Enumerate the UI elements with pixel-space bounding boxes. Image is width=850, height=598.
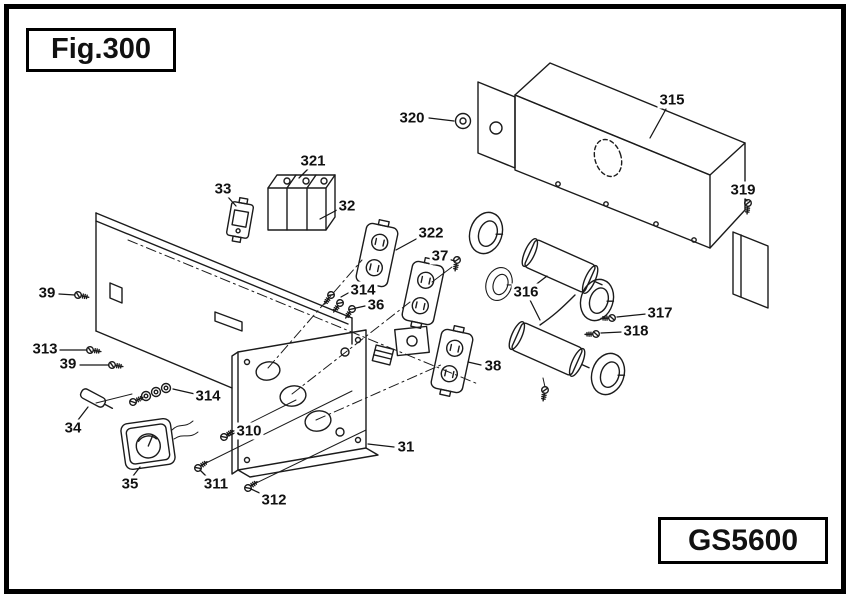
model-number-box: GS5600 bbox=[658, 517, 828, 564]
part-label-312: 312 bbox=[259, 491, 289, 509]
part-label-39: 39 bbox=[57, 355, 79, 373]
part-label-37: 37 bbox=[429, 247, 451, 265]
part-label-310: 310 bbox=[234, 422, 264, 440]
part-label-311: 311 bbox=[201, 475, 231, 493]
figure-number: Fig.300 bbox=[51, 33, 151, 65]
breaker-drawing bbox=[394, 325, 430, 357]
capacitor-2-drawing bbox=[508, 321, 590, 377]
grommet-drawing bbox=[454, 112, 472, 130]
part-label-314: 314 bbox=[348, 281, 378, 299]
fuse-drawing bbox=[79, 388, 114, 410]
part-label-35: 35 bbox=[119, 475, 141, 493]
control-box-drawing bbox=[477, 62, 746, 249]
terminal-block-drawing bbox=[267, 174, 336, 231]
part-label-31: 31 bbox=[395, 438, 417, 456]
part-label-33: 33 bbox=[212, 180, 234, 198]
part-label-39: 39 bbox=[36, 284, 58, 302]
side-bracket-drawing bbox=[732, 231, 769, 309]
model-number: GS5600 bbox=[687, 524, 799, 557]
part-label-32: 32 bbox=[336, 197, 358, 215]
part-label-34: 34 bbox=[62, 419, 84, 437]
figure-number-box: Fig.300 bbox=[26, 28, 176, 72]
front-panel-drawing bbox=[231, 329, 379, 478]
switch-drawing bbox=[225, 196, 255, 244]
part-label-315: 315 bbox=[657, 91, 687, 109]
chassis-panel-drawing bbox=[95, 212, 353, 389]
center-lines-drawing bbox=[127, 239, 479, 421]
part-label-321: 321 bbox=[298, 152, 328, 170]
part-label-314: 314 bbox=[193, 387, 223, 405]
part-label-322: 322 bbox=[416, 224, 446, 242]
meter-wires-drawing bbox=[171, 420, 199, 440]
leader-lines bbox=[57, 108, 748, 496]
part-label-317: 317 bbox=[645, 304, 675, 322]
part-label-318: 318 bbox=[621, 322, 651, 340]
part-label-320: 320 bbox=[397, 109, 427, 127]
capacitor-strap-drawing bbox=[539, 294, 576, 326]
part-label-38: 38 bbox=[482, 357, 504, 375]
meter-drawing bbox=[120, 417, 176, 471]
washer-set-drawing bbox=[127, 382, 172, 408]
part-label-319: 319 bbox=[728, 181, 758, 199]
capacitor-1-drawing bbox=[521, 238, 603, 294]
part-label-36: 36 bbox=[365, 296, 387, 314]
part-label-313: 313 bbox=[30, 340, 60, 358]
part-label-316: 316 bbox=[511, 283, 541, 301]
terminal-strip-drawing bbox=[371, 344, 395, 366]
